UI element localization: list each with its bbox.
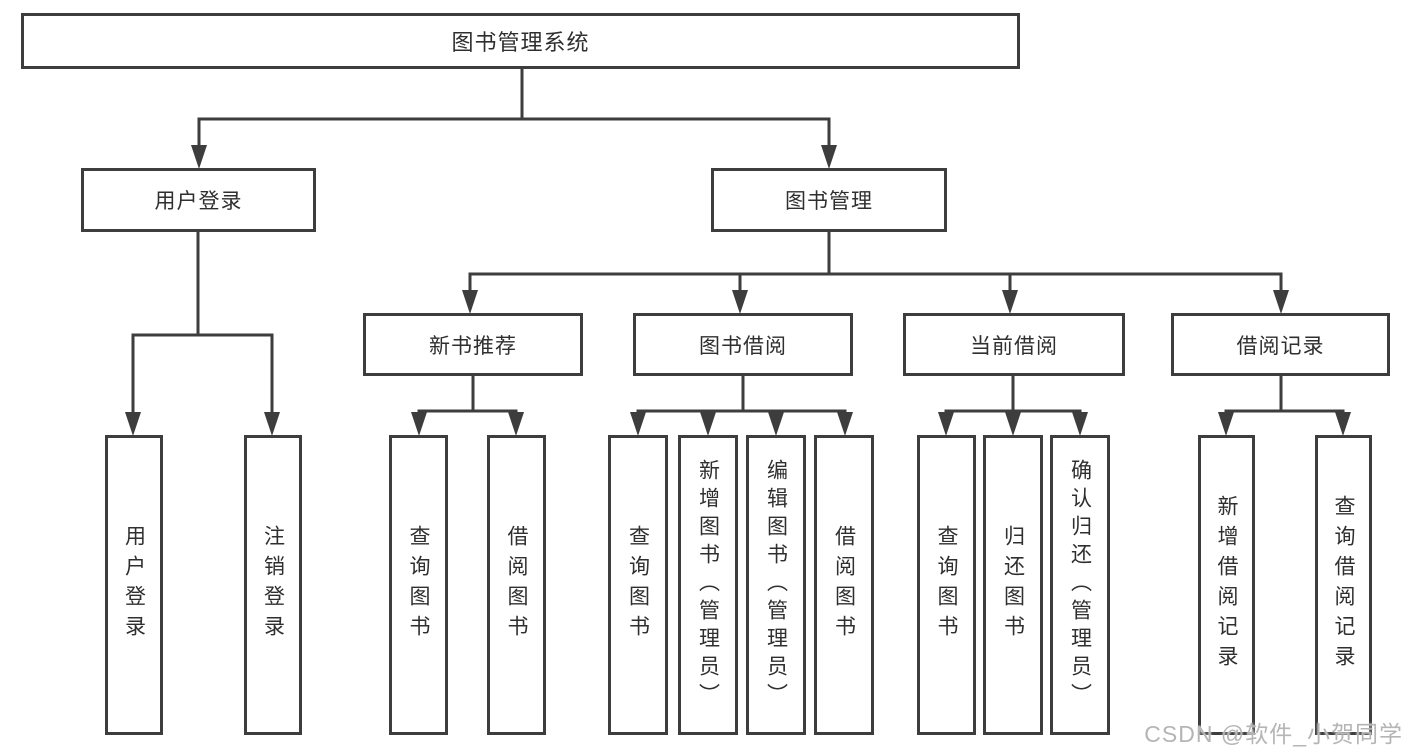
arrow-down-icon <box>1335 412 1351 436</box>
arrow-down-icon <box>1218 412 1234 436</box>
leaf-label: 借阅图书 <box>832 525 856 645</box>
leaf-query-borrow-record: 查询借阅记录 <box>1315 435 1372 735</box>
arrow-down-icon <box>1273 290 1289 314</box>
leaf-label: 借阅图书 <box>505 525 528 645</box>
connector-lines <box>131 69 1345 414</box>
node-root-title: 图书管理系统 <box>21 13 1020 69</box>
leaf-label: 归还图书 <box>1001 525 1025 645</box>
arrow-down-icon <box>768 412 784 436</box>
arrow-down-icon <box>264 412 280 436</box>
leaf-label: 查询图书 <box>407 525 430 645</box>
leaf-borrow-book-recommend: 借阅图书 <box>487 435 546 735</box>
node-user-login: 用户登录 <box>81 168 316 232</box>
leaf-confirm-return-admin: 确认归还（管理员） <box>1050 435 1110 735</box>
arrow-down-icon <box>191 145 207 169</box>
leaf-borrow-book: 借阅图书 <box>814 435 874 735</box>
leaf-label: 确认归还（管理员） <box>1068 459 1092 711</box>
edge-book-mgmt-split <box>468 231 1283 292</box>
arrow-down-icon <box>837 412 853 436</box>
node-label: 图书管理 <box>785 190 873 213</box>
arrow-down-icon <box>1002 290 1018 314</box>
leaf-return-book: 归还图书 <box>983 435 1043 735</box>
leaf-add-book-admin: 新增图书（管理员） <box>678 435 738 735</box>
leaf-query-book-borrow: 查询图书 <box>608 435 668 735</box>
arrow-down-icon <box>732 290 748 314</box>
node-label: 新书推荐 <box>429 334 517 358</box>
leaf-label: 编辑图书（管理员） <box>764 459 788 711</box>
arrow-down-icon <box>1005 412 1021 436</box>
arrow-down-icon <box>700 412 716 436</box>
watermark-text: CSDN @软件_小贺同学 <box>1144 721 1403 747</box>
leaf-user-login: 用户登录 <box>105 435 163 735</box>
leaf-label: 新增图书（管理员） <box>696 459 720 711</box>
leaf-query-book-current: 查询图书 <box>917 435 976 735</box>
edge-book-borrow-split <box>636 375 847 413</box>
arrow-down-icon <box>938 412 954 436</box>
arrow-down-icon <box>1072 412 1088 436</box>
node-label: 图书借阅 <box>699 334 787 358</box>
leaf-label: 新增借阅记录 <box>1215 495 1238 675</box>
leaf-logout: 注销登录 <box>244 435 302 735</box>
arrow-down-icon <box>411 412 427 436</box>
node-current-borrow: 当前借阅 <box>903 313 1125 376</box>
arrow-down-icon <box>630 412 646 436</box>
arrow-down-icon <box>821 145 837 169</box>
edge-user-login-split <box>131 231 274 414</box>
leaf-edit-book-admin: 编辑图书（管理员） <box>746 435 806 735</box>
leaf-add-borrow-record: 新增借阅记录 <box>1198 435 1255 735</box>
leaf-label: 注销登录 <box>261 525 285 645</box>
node-label: 用户登录 <box>154 190 243 213</box>
arrow-down-icon <box>508 412 524 436</box>
arrowheads <box>125 145 1351 436</box>
node-book-borrow: 图书借阅 <box>633 313 853 376</box>
arrow-down-icon <box>125 412 141 436</box>
edge-new-book-rec-split <box>417 375 518 413</box>
leaf-label: 查询图书 <box>626 525 650 645</box>
node-label: 当前借阅 <box>970 334 1058 358</box>
arrow-down-icon <box>462 290 478 314</box>
leaf-label: 查询借阅记录 <box>1332 495 1355 675</box>
leaf-query-book-recommend: 查询图书 <box>389 435 448 735</box>
leaf-label: 用户登录 <box>122 525 146 645</box>
node-label: 图书管理系统 <box>451 30 590 55</box>
node-borrow-record: 借阅记录 <box>1171 313 1390 376</box>
edge-root-split <box>197 69 831 150</box>
node-new-book-recommend: 新书推荐 <box>363 313 583 376</box>
node-label: 借阅记录 <box>1236 334 1325 358</box>
leaf-label: 查询图书 <box>935 525 958 645</box>
edge-current-borrow-split <box>944 375 1082 413</box>
node-book-management: 图书管理 <box>711 168 947 232</box>
edge-borrow-record-split <box>1224 375 1345 413</box>
